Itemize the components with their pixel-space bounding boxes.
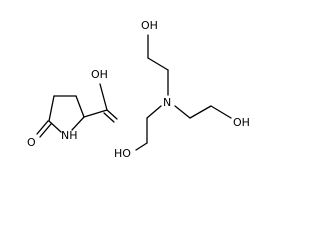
structure-canvas: OH NH O OH N OH HO [27, 19, 250, 160]
molecule-triethanolamine: OH N OH HO [114, 19, 250, 160]
arm-right-bond-1 [174, 105, 191, 119]
structure-diagram: OH NH O OH N OH HO [27, 19, 250, 160]
atom-label-n: N [163, 96, 171, 109]
ring-bond-c3-n [71, 116, 85, 131]
carbonyl-bond-a [36, 120, 49, 135]
atom-label-ho-bottom: HO [114, 147, 131, 160]
carboxyl-double-bond-b [103, 112, 115, 123]
arm-right-bond-3 [210, 105, 232, 119]
carbonyl-bond-b [39, 123, 52, 138]
atom-label-oh-top: OH [141, 19, 158, 32]
arm-bottom-bond-1 [146, 105, 162, 119]
molecule-pyroglutamic-acid: OH NH O [27, 68, 118, 149]
atom-label-oh-right: OH [233, 116, 250, 129]
atom-label-oh: OH [91, 68, 108, 81]
atom-label-nh: NH [61, 129, 78, 142]
ring-bond-c2-c3 [75, 95, 85, 118]
atom-label-o: O [27, 136, 36, 149]
ring-bond-n-c4 [48, 120, 62, 133]
carboxyl-bond-c-c [83, 109, 108, 118]
arm-top-bond-2 [147, 57, 169, 71]
carboxyl-double-bond-a [106, 109, 118, 120]
ring-bond-c4-c1 [48, 95, 55, 122]
carboxyl-bond-c-oh [99, 83, 108, 111]
arm-right-bond-2 [189, 105, 212, 119]
arm-bottom-bond-3 [135, 142, 148, 151]
